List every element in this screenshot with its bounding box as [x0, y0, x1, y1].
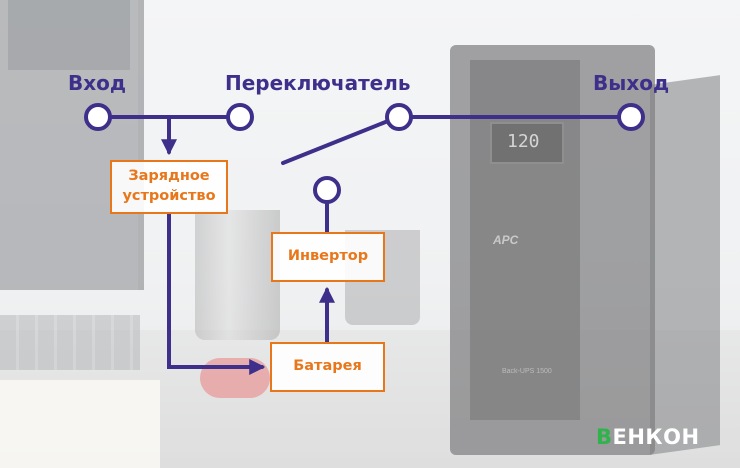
label-switch: Переключатель: [225, 71, 411, 95]
label-input: Вход: [68, 71, 126, 95]
label-output: Выход: [593, 71, 669, 95]
node-charger: Зарядное устройство: [110, 160, 228, 214]
terminal-output: [619, 105, 643, 129]
node-charger-line2: устройство: [122, 187, 215, 207]
edge-switch-lever: [283, 121, 388, 163]
watermark-logo: ВЕНКОН: [596, 425, 700, 449]
node-battery: Батарея: [270, 342, 385, 392]
edge-charger-battery: [169, 214, 262, 367]
terminal-inverter: [315, 178, 339, 202]
node-charger-line1: Зарядное: [122, 167, 215, 187]
logo-mark: В: [596, 425, 613, 449]
logo-text: ЕНКОН: [613, 425, 700, 449]
terminal-switch-left: [228, 105, 252, 129]
terminal-switch-right: [387, 105, 411, 129]
terminal-input: [86, 105, 110, 129]
node-inverter: Инвертор: [271, 232, 385, 282]
